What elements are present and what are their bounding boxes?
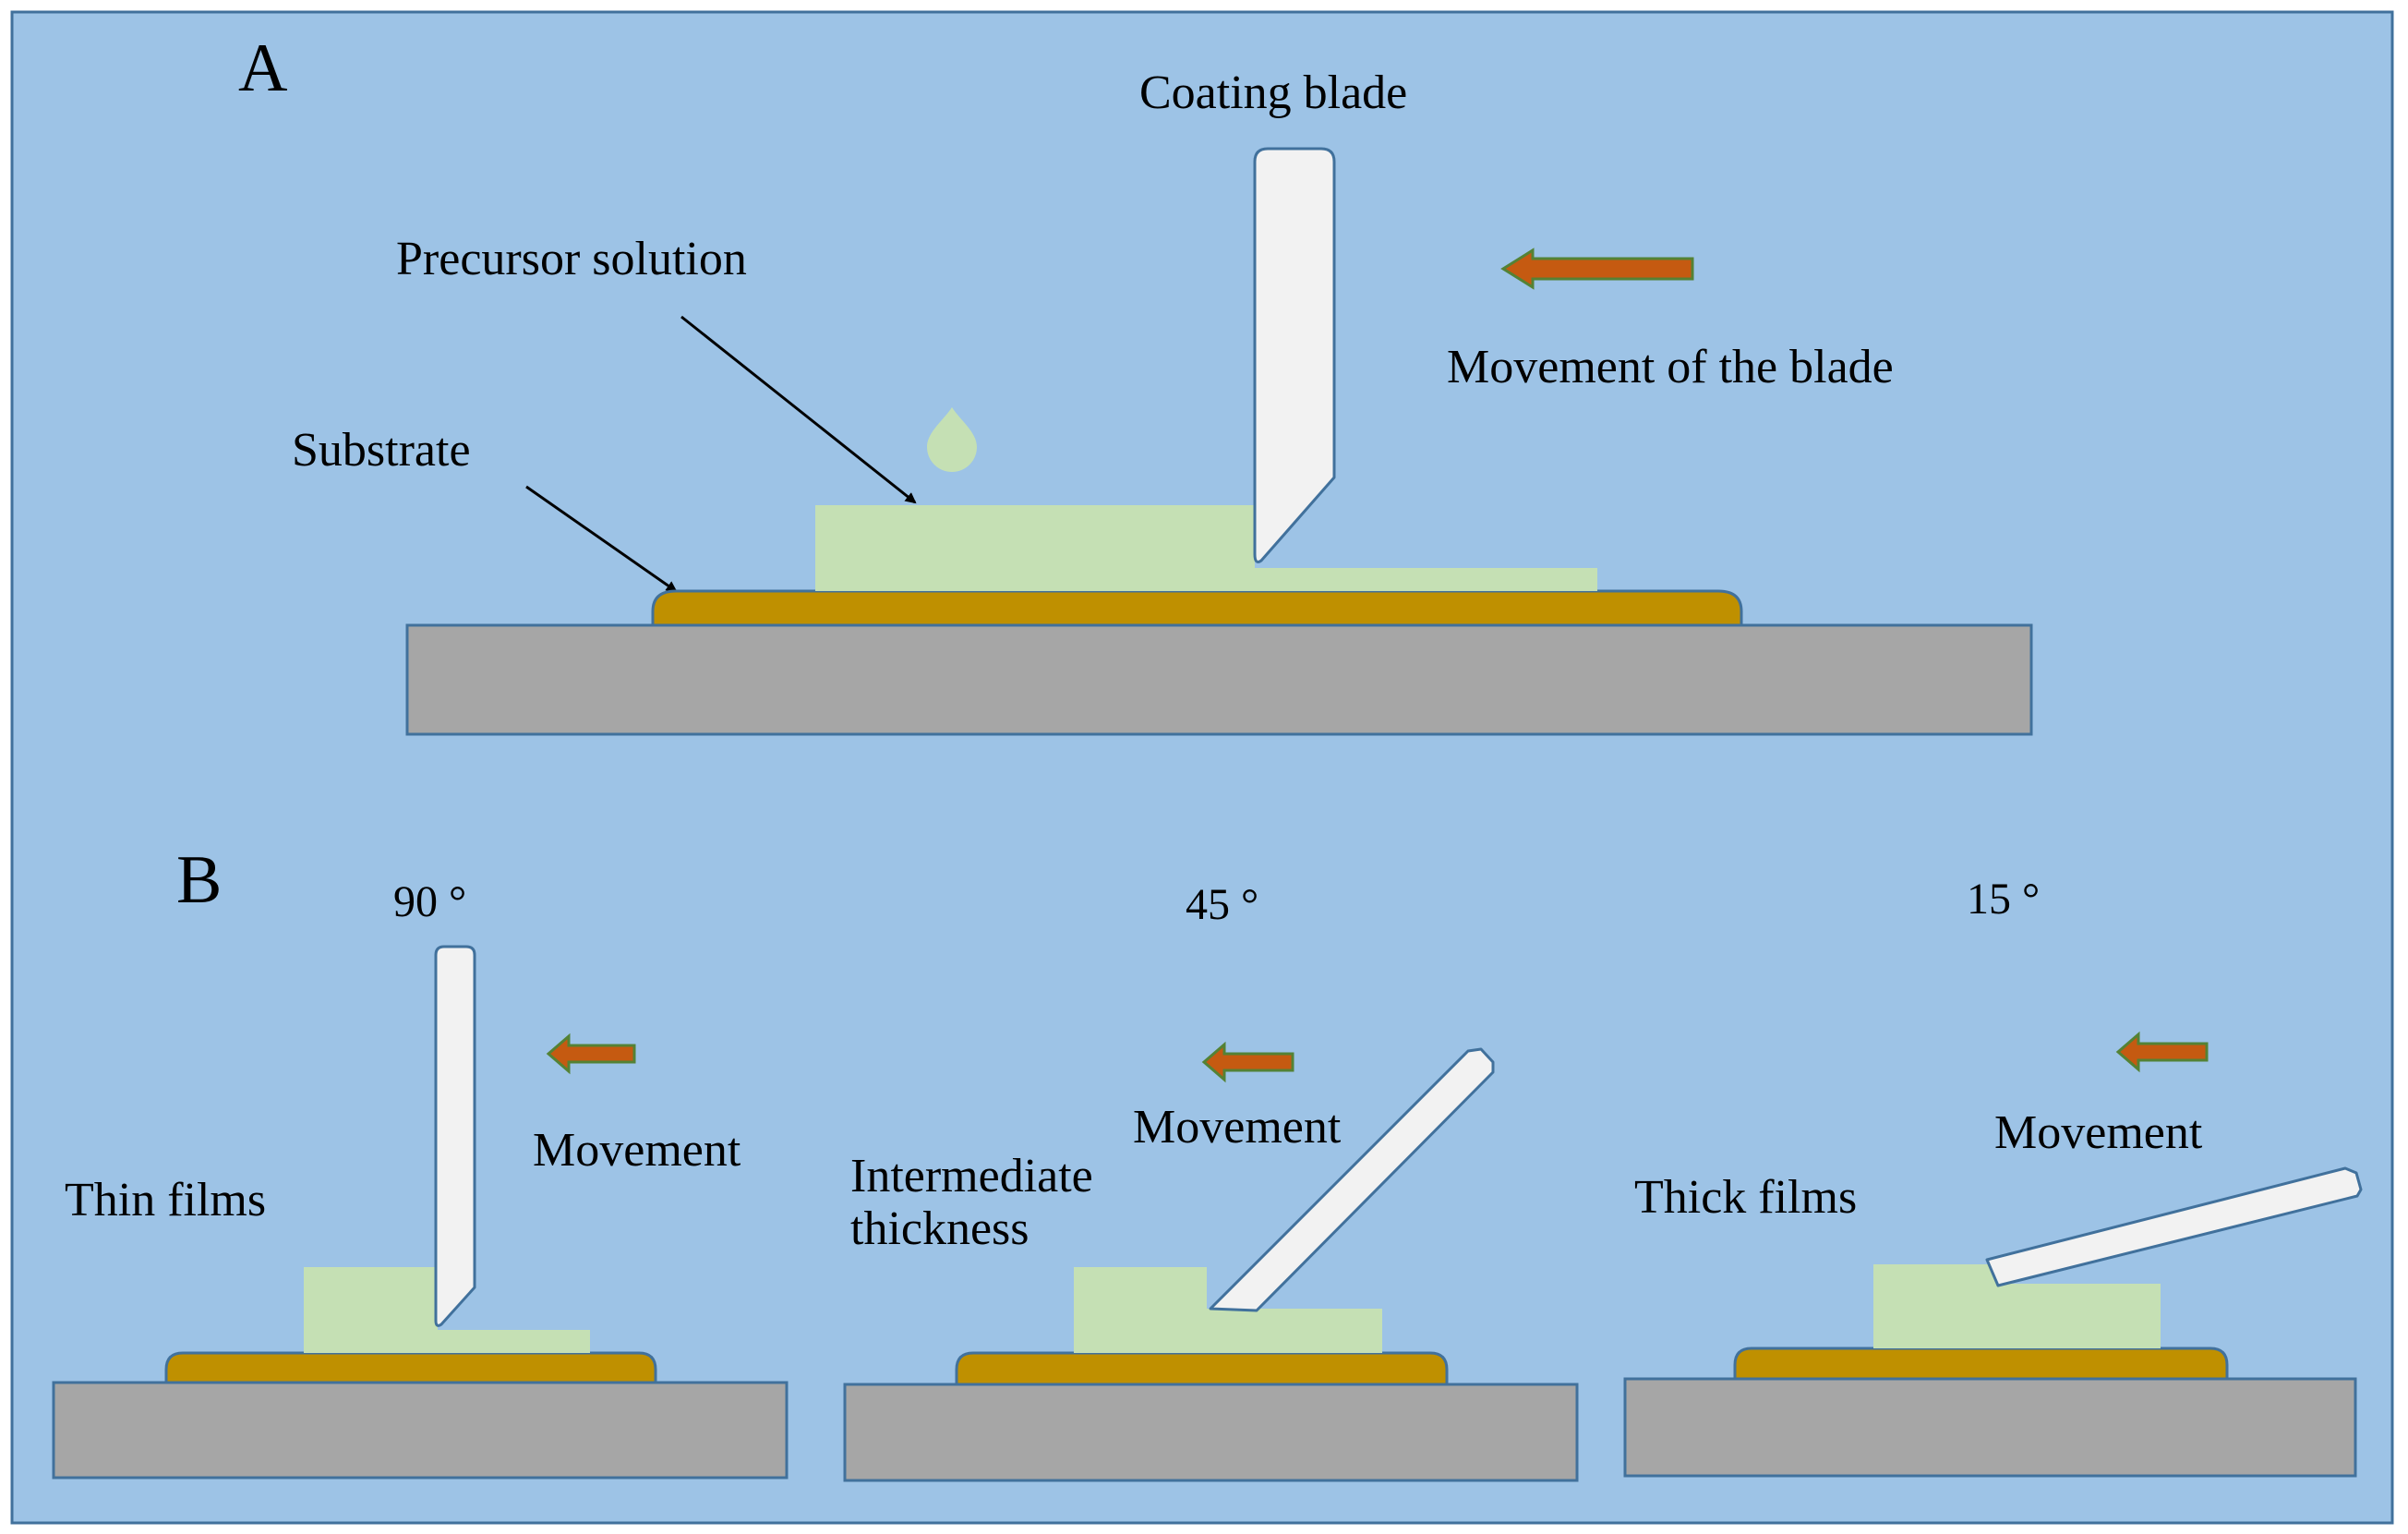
movement-label: Movement	[1133, 1101, 1342, 1154]
substrate-layer	[955, 1351, 1449, 1386]
angle-label: 90 °	[393, 877, 466, 926]
coating-blade	[1209, 1047, 1495, 1312]
precursor-solution-pool	[304, 1267, 438, 1353]
panel-b-label: B	[176, 842, 222, 918]
substrate-pointer-arrow	[525, 485, 678, 593]
angle-label: 15 °	[1967, 875, 2040, 924]
coating-blade	[1253, 147, 1336, 563]
angle-label: 45 °	[1186, 880, 1258, 929]
movement-label: Movement	[1994, 1106, 2203, 1159]
coated-film	[1255, 568, 1597, 591]
film-thickness-label: Thin films	[65, 1174, 266, 1226]
precursor-solution-pool	[1873, 1264, 1996, 1348]
coater-base	[843, 1383, 1579, 1482]
coating-blade	[434, 945, 476, 1327]
precursor-solution-pool	[1074, 1267, 1207, 1353]
coated-film	[1996, 1284, 2161, 1348]
coating-blade-label: Coating blade	[1139, 66, 1407, 119]
substrate-label: Substrate	[292, 424, 471, 477]
substrate-layer	[164, 1351, 657, 1384]
movement-arrow-icon	[1201, 1041, 1294, 1083]
film-thickness-label-line1: Intermediate	[850, 1150, 1093, 1202]
setup-90-degrees: 90 ° Movement Thin films	[52, 877, 789, 1480]
movement-arrow-icon	[546, 1033, 636, 1075]
coater-base	[52, 1381, 789, 1480]
coater-base	[405, 623, 2033, 736]
movement-arrow-icon	[2115, 1031, 2209, 1073]
precursor-solution-pool	[815, 505, 1255, 591]
panel-a: A Coating blade Precursor solution Subst…	[238, 30, 2033, 736]
movement-label: Movement	[533, 1124, 741, 1177]
panel-b: B 90 ° Movement Thin films 45 ° Movement…	[52, 842, 2363, 1482]
setup-45-degrees: 45 ° Movement Intermediate thickness	[843, 880, 1579, 1482]
movement-arrow-icon	[1500, 248, 1694, 290]
coater-base	[1623, 1377, 2357, 1478]
precursor-pointer-arrow	[680, 315, 917, 504]
precursor-solution-label: Precursor solution	[396, 233, 747, 285]
coated-film	[438, 1330, 590, 1353]
film-thickness-label: Thick films	[1634, 1171, 1857, 1224]
movement-of-blade-label: Movement of the blade	[1447, 341, 1894, 393]
coating-blade	[1985, 1166, 2363, 1287]
setup-15-degrees: 15 ° Movement Thick films	[1623, 875, 2363, 1478]
droplet-icon	[927, 407, 977, 472]
substrate-layer	[1733, 1347, 2229, 1381]
coated-film	[1207, 1309, 1382, 1353]
film-thickness-label-line2: thickness	[850, 1202, 1029, 1255]
panel-a-label: A	[238, 30, 287, 106]
substrate-layer	[651, 589, 1743, 627]
